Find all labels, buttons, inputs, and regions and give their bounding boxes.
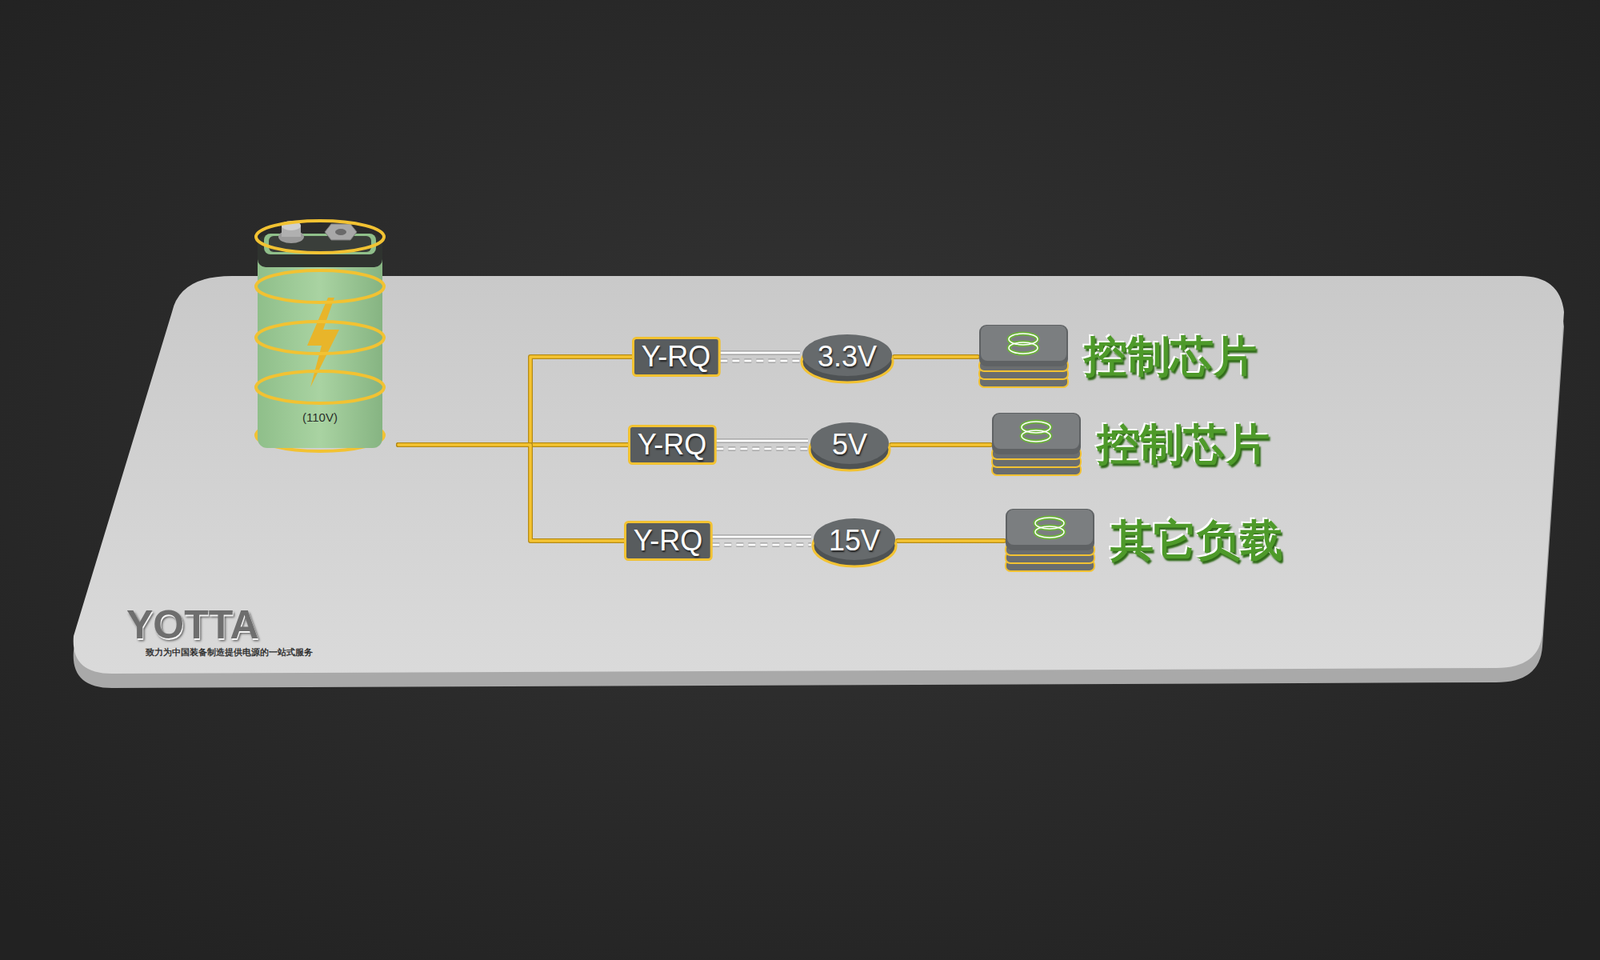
converter-module: Y-RQ [628,424,717,465]
power-wire [398,356,632,445]
chip-stack-icon [977,323,1070,391]
voltage-disc: 15V [811,515,898,567]
dc-symbol-link [716,440,808,449]
voltage-disc: 5V [808,419,892,471]
load-name: 控制芯片 [1096,416,1270,475]
load-chip: 控制芯片 [990,411,1270,479]
chip-stack-icon [1004,507,1096,575]
power-wire [897,540,1004,542]
converter-name: Y-RQ [641,340,712,374]
output-voltage: 15V [828,524,880,558]
dc-symbol-link [720,352,800,361]
output-voltage: 3.3V [817,340,877,374]
load-chip: 其它负载 [1004,507,1284,575]
power-wire [891,444,991,446]
dc-symbol-link [712,536,812,545]
power-wire [398,444,624,541]
converter-module: Y-RQ [624,520,713,561]
load-name: 其它负载 [1110,512,1284,571]
load-chip: 控制芯片 [977,323,1257,391]
converter-module: Y-RQ [632,336,721,377]
battery-source: (110V) [241,209,399,458]
converter-name: Y-RQ [633,524,704,558]
converter-name: Y-RQ [637,428,708,462]
output-voltage: 5V [832,428,868,462]
voltage-disc: 3.3V [800,331,895,383]
brand-logo: YOTTA [126,601,260,648]
load-name: 控制芯片 [1084,328,1257,387]
power-wire [894,356,978,358]
voltage-rating: (110V) [302,410,338,424]
chip-stack-icon [990,411,1083,479]
brand-tagline: 致力为中国装备制造提供电源的一站式服务 [145,646,313,659]
